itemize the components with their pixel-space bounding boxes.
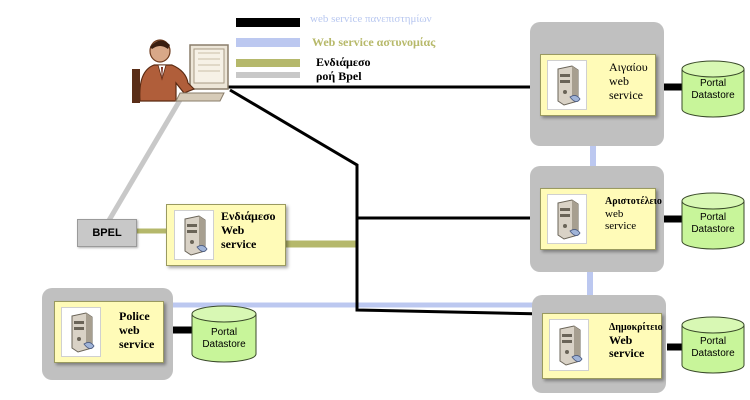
police-service-card[interactable]: Police web service	[54, 301, 164, 363]
police-server-icon-box	[61, 307, 101, 357]
dimokriteio-service-card[interactable]: Δημοκρίτειο Web service	[542, 313, 663, 379]
user-computer-icon	[132, 39, 229, 103]
dimokriteio-panel: Δημοκρίτειο Web service	[532, 295, 666, 393]
intermediate-service-card[interactable]: Ενδιάμεσο Web service	[166, 204, 286, 266]
intermediate-label-line1: Ενδιάμεσο	[221, 209, 276, 223]
server-icon	[71, 312, 95, 353]
datastore-label-line1: Portal	[699, 78, 727, 89]
aigaiou-datastore-label: Portal Datastore	[680, 78, 746, 102]
aigaiou-label-line3: service	[609, 87, 643, 102]
aristoteleio-label-line3: service	[605, 220, 637, 233]
user-to-dimokriteio-line	[229, 88, 546, 316]
bpel-box[interactable]: BPEL	[77, 219, 137, 247]
dimokriteio-label-line1: Δημοκρίτειο	[609, 322, 663, 333]
aigaiou-server-icon-box	[547, 60, 587, 110]
legend-swatch-police	[236, 38, 300, 47]
aigaiou-service-label: Αιγαίου web service	[609, 60, 648, 102]
aigaiou-panel: Αιγαίου web service	[530, 22, 664, 146]
database-icon	[681, 192, 745, 250]
legend-swatch-intermediate	[236, 59, 300, 67]
intermediate-label-line2: Web	[221, 222, 245, 237]
datastore-label-line1: Portal	[699, 212, 727, 223]
police-label-line1: Police	[119, 309, 150, 323]
server-icon	[557, 65, 581, 106]
server-icon	[559, 325, 583, 366]
database-icon	[681, 60, 745, 118]
aristoteleio-label-line1: Αριστοτέλειο	[605, 196, 662, 207]
datastore-label-line2: Datastore	[202, 339, 246, 350]
database-icon	[681, 316, 745, 374]
legend-swatch-bpel	[236, 72, 300, 78]
aristoteleio-panel: Αριστοτέλειο web service	[530, 166, 664, 272]
dimokriteio-label-line2: Web	[609, 332, 633, 347]
datastore-label-line2: Datastore	[691, 224, 735, 235]
intermediate-label-line3: service	[221, 236, 257, 251]
aristoteleio-service-card[interactable]: Αριστοτέλειο web service	[540, 188, 662, 250]
intermediate-server-icon-box	[174, 210, 214, 260]
intermediate-service-label: Ενδιάμεσο Web service	[221, 209, 276, 251]
dimokriteio-server-icon-box	[549, 319, 589, 371]
database-icon	[191, 305, 257, 363]
legend-label-bpel: ροή Bpel	[316, 69, 362, 83]
aigaiou-label-line2: web	[609, 73, 629, 88]
aristoteleio-datastore-label: Portal Datastore	[680, 212, 746, 236]
datastore-label-line1: Portal	[699, 336, 727, 347]
police-service-label: Police web service	[119, 309, 155, 351]
police-panel: Police web service	[42, 288, 173, 380]
police-datastore-label: Portal Datastore	[190, 327, 258, 351]
police-label-line3: service	[119, 336, 155, 351]
aigaiou-service-card[interactable]: Αιγαίου web service	[540, 54, 656, 116]
dimokriteio-datastore-label: Portal Datastore	[680, 336, 746, 360]
aristoteleio-service-label: Αριστοτέλειο web service	[605, 196, 662, 233]
aristoteleio-server-icon-box	[547, 194, 587, 244]
datastore-label-line2: Datastore	[691, 90, 735, 101]
bpel-flow-line	[105, 98, 183, 224]
dimokriteio-service-label: Δημοκρίτειο Web service	[609, 322, 663, 361]
legend-label-university: web service πανεπιστημίων	[310, 13, 432, 25]
datastore-label-line1: Portal	[210, 327, 238, 338]
server-icon	[557, 199, 581, 240]
server-icon	[184, 215, 208, 256]
legend-label-police: Web service αστυνομίας	[312, 35, 436, 49]
legend-label-intermediate: Ενδιάμεσο	[316, 55, 371, 69]
legend-swatch-university	[236, 18, 300, 27]
police-label-line2: web	[119, 322, 140, 337]
aristoteleio-label-line2: web	[605, 207, 624, 220]
dimokriteio-label-line3: service	[609, 346, 645, 361]
aigaiou-label-line1: Αιγαίου	[609, 60, 648, 74]
datastore-label-line2: Datastore	[691, 348, 735, 359]
